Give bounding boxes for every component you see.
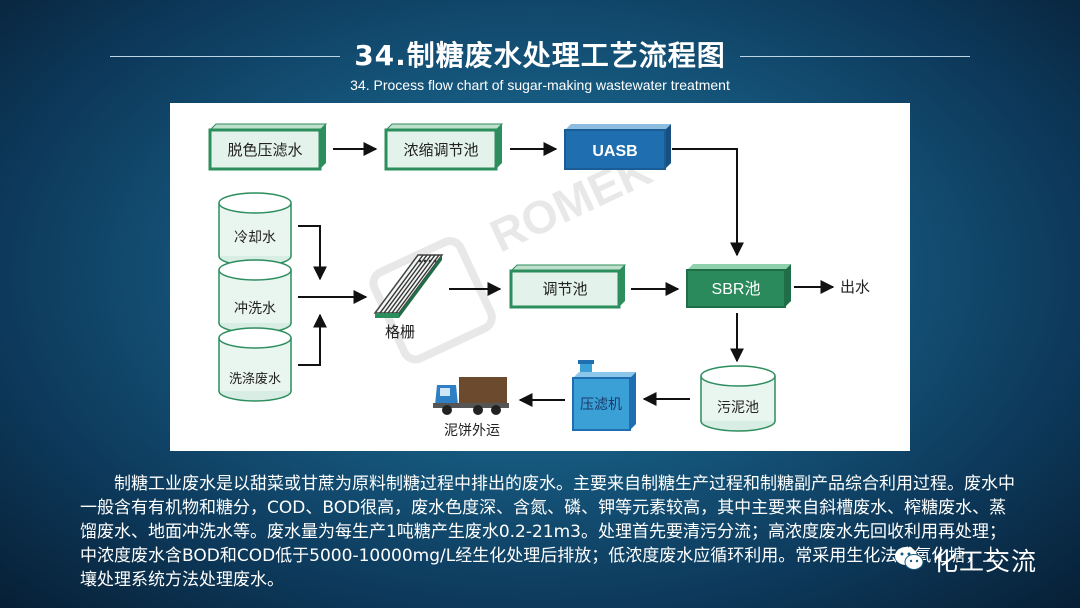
page-title: 34.制糖废水处理工艺流程图 [354,39,726,72]
title-divider-left [110,56,340,57]
brand-watermark: 化工交流 [933,547,1038,576]
node-sbr-label: SBR池 [712,280,761,298]
node-uasb-label: UASB [592,143,637,160]
node-uasb: UASB [564,124,671,170]
arrow-washing-to-collector [298,313,327,366]
arrow-uasb-to-sbr [672,148,744,257]
truck-icon [433,377,509,415]
node-flushing-label: 冲洗水 [234,301,276,317]
flow-diagram: ROMEK 脱色压滤水 浓缩调节池 UASB [208,123,870,439]
node-sludge-label: 污泥池 [717,400,759,416]
node-sbr-tank: SBR池 [686,264,791,308]
node-filter-press: 压滤机 [572,360,636,431]
node-flushing-water: 冲洗水 [218,259,292,334]
arrow-cooling-to-collector [298,225,327,281]
node-adjust-tank: 调节池 [509,264,627,309]
node-washing-wastewater: 洗涤废水 [218,327,292,402]
node-adjust-label: 调节池 [542,280,587,298]
node-grid-label: 格栅 [385,323,415,341]
node-washing-label: 洗涤废水 [229,371,281,387]
page-subtitle: 34. Process flow chart of sugar-making w… [350,77,730,93]
wechat-icon [895,547,924,570]
description-paragraph: 制糖工业废水是以甜菜或甘蔗为原料制糖过程中排出的废水。主要来自制糖生产过程和制糖… [80,474,1015,590]
flow-diagram-panel: ROMEK 脱色压滤水 浓缩调节池 UASB [170,103,910,451]
node-concentrate-label: 浓缩调节池 [403,141,478,159]
node-cake-label: 泥饼外运 [444,423,500,439]
node-decolor-filter-water: 脱色压滤水 [208,123,328,171]
node-concentrate-tank: 浓缩调节池 [384,123,504,171]
node-sludge-tank: 污泥池 [700,365,776,432]
node-filterpress-label: 压滤机 [580,397,622,413]
node-cooling-water: 冷却水 [218,192,292,267]
node-grid-screen: 格栅 [373,254,444,341]
node-decolor-label: 脱色压滤水 [227,141,302,159]
node-cooling-label: 冷却水 [234,230,276,246]
title-divider-right [740,56,970,57]
node-outlet-label: 出水 [840,278,870,296]
